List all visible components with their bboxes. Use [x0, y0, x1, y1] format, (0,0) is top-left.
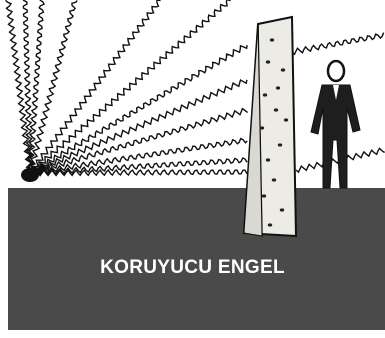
- wall-speckle: [260, 126, 264, 129]
- wall-speckle: [270, 38, 274, 41]
- wall-speckle: [276, 86, 280, 89]
- person-head: [328, 61, 344, 81]
- person-icon: [311, 61, 360, 188]
- wall-speckle: [268, 223, 272, 226]
- wall-speckle: [280, 208, 284, 211]
- wall-speckle: [262, 194, 266, 197]
- wall-speckle: [281, 68, 285, 71]
- radiation-wave: [30, 80, 247, 175]
- person-body: [311, 85, 360, 188]
- wall-speckle: [266, 158, 270, 161]
- wall-speckle: [263, 93, 267, 96]
- concrete-wall-icon: [244, 17, 296, 236]
- radiation-wave: [30, 0, 161, 173]
- radiation-wave: [28, 0, 44, 173]
- wall-speckle: [266, 60, 270, 63]
- radiation-wave: [23, 0, 32, 173]
- wall-speckle: [272, 178, 276, 181]
- radiation-source-icon: [21, 168, 39, 182]
- wall-speckle: [278, 143, 282, 146]
- ground: [8, 188, 385, 330]
- wall-speckle: [274, 108, 278, 111]
- radiation-wave: [292, 33, 384, 55]
- wall-speckle: [284, 118, 288, 121]
